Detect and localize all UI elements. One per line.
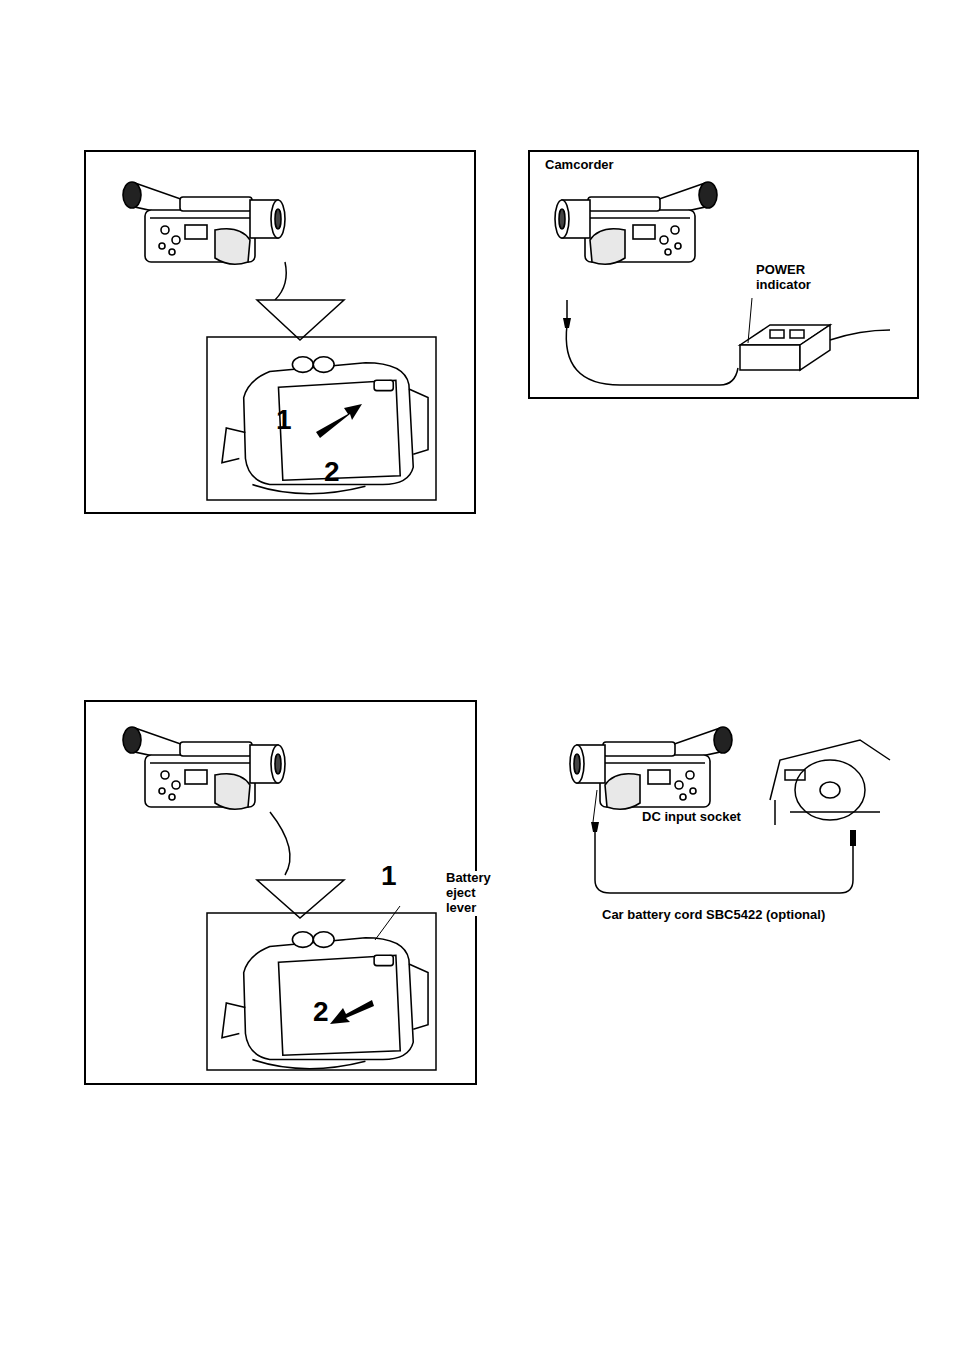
callout-number: 2	[313, 998, 329, 1026]
part-label: POWER indicator	[756, 263, 826, 293]
callout-number: 1	[381, 862, 397, 890]
panel-frame: 12	[84, 150, 476, 514]
callout-number: 1	[276, 406, 292, 434]
panel-heading: Camcorder	[545, 158, 614, 173]
caption-label: Car battery cord SBC5422 (optional)	[602, 908, 825, 923]
part-label: DC input socket	[640, 810, 743, 825]
panel-frame: CamcorderPOWER indicator	[528, 150, 919, 399]
panel-frame: 1Battery eject lever2	[84, 700, 477, 1085]
callout-number: 2	[324, 458, 340, 486]
part-label: Battery eject lever	[444, 871, 492, 916]
